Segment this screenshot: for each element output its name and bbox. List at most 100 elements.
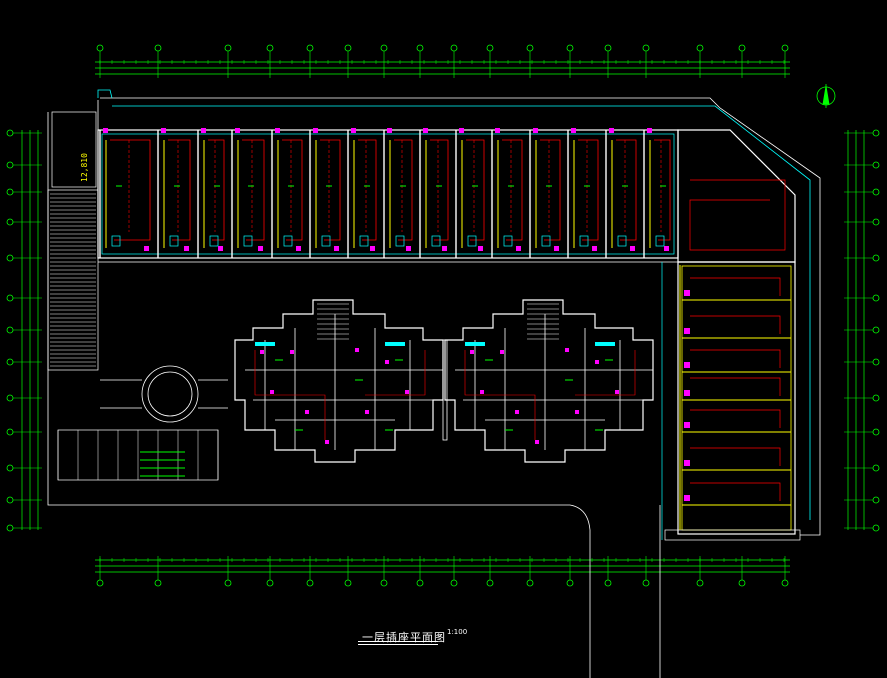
vertical-dimension-label: 12,810 — [80, 153, 89, 182]
socket-device — [571, 128, 576, 133]
axis-bubble-top — [781, 44, 789, 52]
socket-device — [270, 390, 274, 394]
axis-bubble-top — [266, 44, 274, 52]
circuit-red — [110, 139, 151, 241]
axis-bubble-left — [6, 428, 14, 436]
fixture-box — [467, 235, 477, 247]
center-joint — [442, 339, 448, 441]
socket-device — [305, 410, 309, 414]
socket-device — [355, 348, 359, 352]
window-cyan — [595, 342, 615, 346]
fixture-box — [111, 235, 121, 247]
bottom-dimension-lines — [95, 559, 790, 573]
socket-device — [258, 246, 263, 251]
top-dimension-lines — [95, 61, 790, 75]
axis-bubble-top — [380, 44, 388, 52]
axis-bubble-bottom — [96, 579, 104, 587]
fixture-box — [579, 235, 589, 247]
axis-bubble-bottom — [154, 579, 162, 587]
circuit-red — [430, 139, 449, 241]
socket-device — [406, 246, 411, 251]
drawing-title-block: 一层插座平面图 1:100 — [358, 626, 467, 645]
axis-bubble-right — [872, 464, 880, 472]
window-cyan — [255, 342, 275, 346]
circuit-red — [254, 350, 326, 440]
circuit-red — [540, 139, 561, 241]
socket-device — [385, 360, 389, 364]
socket-device — [423, 128, 428, 133]
axis-bubble-right — [872, 129, 880, 137]
socket-device — [478, 246, 483, 251]
commercial-strip — [97, 129, 679, 263]
axis-bubble-right — [872, 524, 880, 532]
axis-bubble-top — [306, 44, 314, 52]
axis-bubble-bottom — [380, 579, 388, 587]
circuit-red — [320, 139, 341, 241]
axis-bubble-bottom — [306, 579, 314, 587]
title-underline-second — [358, 644, 438, 645]
circuit-red — [242, 139, 265, 241]
circuit-red — [394, 139, 413, 241]
shop-units — [99, 128, 671, 258]
axis-bubble-bottom — [486, 579, 494, 587]
axis-bubble-left — [6, 464, 14, 472]
axis-bubble-left — [6, 394, 14, 402]
fixture-box — [209, 235, 219, 247]
circuit-red — [690, 349, 781, 368]
axis-bubble-bottom — [604, 579, 612, 587]
socket-device — [630, 246, 635, 251]
axis-bubble-left — [6, 496, 14, 504]
circuit-red — [690, 377, 781, 396]
axis-bubble-right — [872, 294, 880, 302]
axis-bubble-left — [6, 358, 14, 366]
socket-device — [664, 246, 669, 251]
axis-bubble-left — [6, 218, 14, 226]
socket-device — [480, 390, 484, 394]
round-planter — [100, 365, 228, 423]
circuit-red — [575, 350, 636, 396]
circuit-red — [690, 315, 781, 334]
bottom-axis-markers — [96, 556, 789, 587]
socket-device — [296, 246, 301, 251]
drawing-scale: 1:100 — [447, 628, 468, 636]
axis-bubble-top — [416, 44, 424, 52]
axis-bubble-top — [450, 44, 458, 52]
axis-bubble-top — [224, 44, 232, 52]
socket-device — [554, 246, 559, 251]
axis-bubble-bottom — [344, 579, 352, 587]
right-axis-markers — [844, 129, 880, 532]
circuit-red — [358, 139, 377, 241]
axis-bubble-bottom — [266, 579, 274, 587]
socket-device — [370, 246, 375, 251]
socket-device — [313, 128, 318, 133]
apartment-outline — [234, 299, 444, 463]
axis-bubble-top — [604, 44, 612, 52]
axis-bubble-bottom — [224, 579, 232, 587]
axis-bubble-right — [872, 188, 880, 196]
dimension-value: 12,810 — [80, 153, 89, 182]
parking-lot — [57, 429, 219, 481]
axis-bubble-bottom — [738, 579, 746, 587]
axis-bubble-top — [486, 44, 494, 52]
circuit-red — [689, 179, 786, 251]
axis-bubble-bottom — [416, 579, 424, 587]
socket-device — [495, 128, 500, 133]
circuit-red — [690, 447, 781, 466]
axis-bubble-left — [6, 254, 14, 262]
axis-bubble-left — [6, 524, 14, 532]
socket-device — [615, 390, 619, 394]
axis-bubble-bottom — [450, 579, 458, 587]
fixture-box — [283, 235, 293, 247]
socket-device — [684, 328, 690, 334]
circuit-red — [616, 139, 637, 241]
circuit-red — [578, 139, 599, 241]
socket-device — [201, 128, 206, 133]
socket-device — [565, 348, 569, 352]
axis-bubble-left — [6, 161, 14, 169]
socket-device — [684, 390, 690, 396]
axis-bubble-left — [6, 129, 14, 137]
ramp-outline — [47, 111, 99, 371]
axis-bubble-bottom — [781, 579, 789, 587]
axis-bubble-right — [872, 161, 880, 169]
socket-device — [365, 410, 369, 414]
